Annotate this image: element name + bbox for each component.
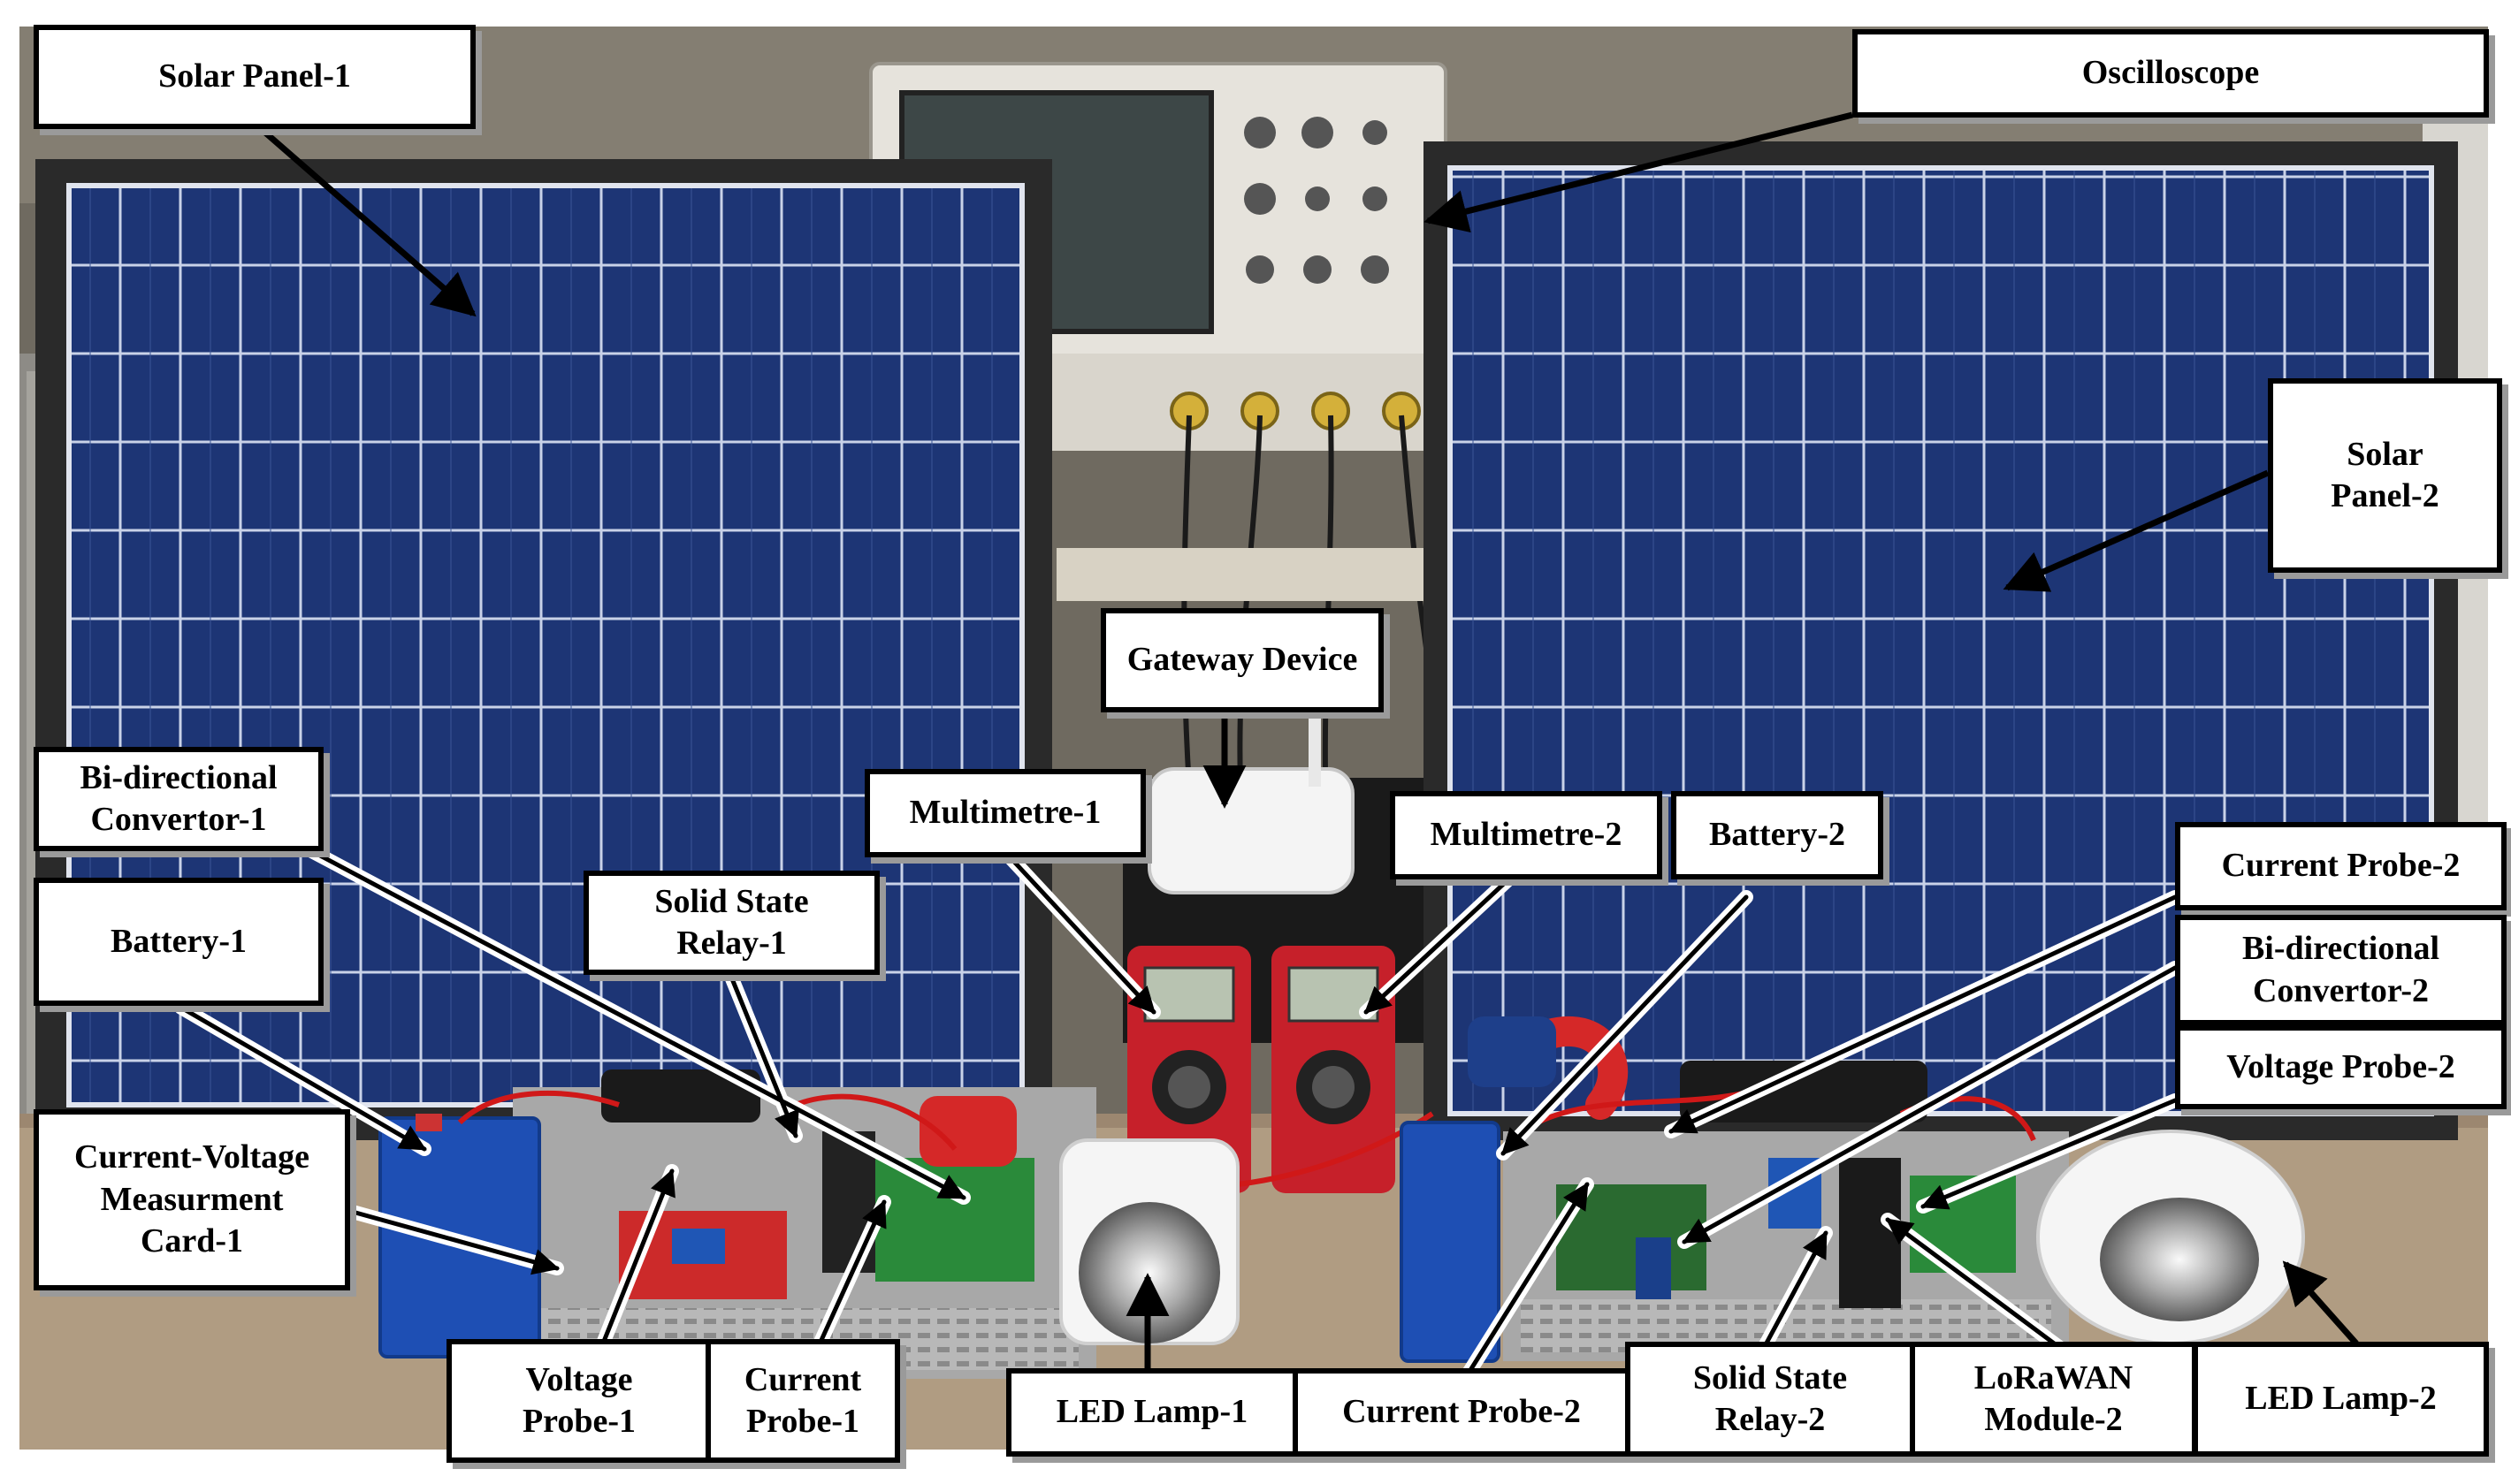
label-gateway-device: Gateway Device	[1101, 608, 1384, 712]
label-bidirectional-convertor-1: Bi-directional Convertor-1	[34, 747, 324, 851]
label-bidirectional-convertor-2: Bi-directional Convertor-2	[2175, 915, 2507, 1025]
label-current-voltage-card-1: Current-Voltage Measurment Card-1	[34, 1109, 350, 1290]
label-battery-2: Battery-2	[1671, 791, 1883, 879]
label-solid-state-relay-2: Solid State Relay-2	[1625, 1342, 1915, 1457]
label-multimetre-2: Multimetre-2	[1390, 791, 1662, 879]
label-oscilloscope: Oscilloscope	[1852, 29, 2489, 118]
label-battery-1: Battery-1	[34, 878, 324, 1006]
label-led-lamp-2: LED Lamp-2	[2193, 1342, 2489, 1457]
label-current-probe-1: Current Probe-1	[706, 1339, 900, 1463]
label-multimetre-1: Multimetre-1	[865, 769, 1146, 857]
label-current-probe-2-top: Current Probe-2	[2175, 822, 2507, 910]
label-lorawan-module-2: LoRaWAN Module-2	[1910, 1342, 2197, 1457]
label-voltage-probe-1: Voltage Probe-1	[446, 1339, 712, 1463]
label-solar-panel-2: Solar Panel-2	[2268, 378, 2502, 573]
label-solar-panel-1: Solar Panel-1	[34, 25, 476, 129]
label-voltage-probe-2: Voltage Probe-2	[2175, 1025, 2507, 1109]
label-solid-state-relay-1: Solid State Relay-1	[584, 871, 880, 975]
label-current-probe-2-bottom: Current Probe-2	[1293, 1368, 1630, 1457]
label-led-lamp-1: LED Lamp-1	[1006, 1368, 1298, 1457]
